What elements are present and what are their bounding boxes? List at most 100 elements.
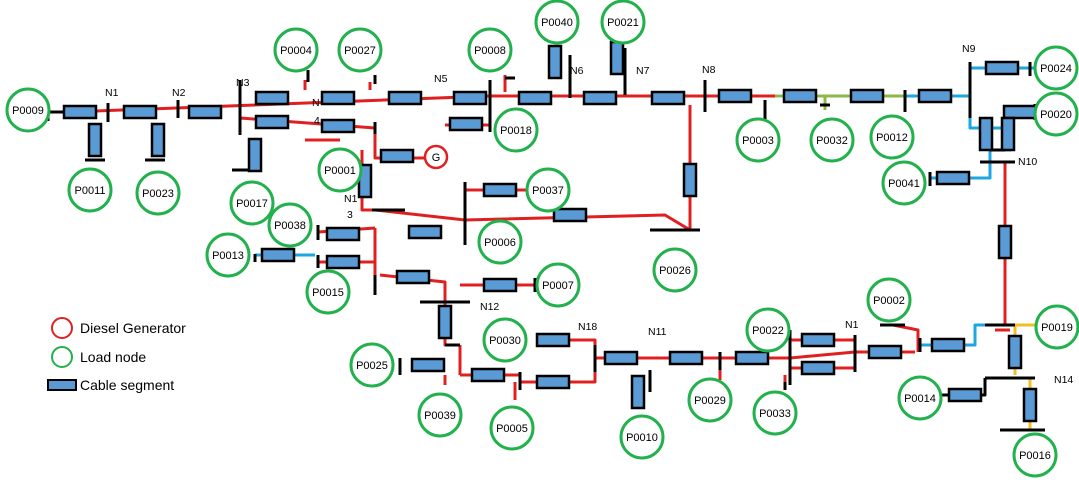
load-label: P0019 <box>1041 322 1073 334</box>
load-label: P0009 <box>12 105 44 117</box>
cable-segment-icon <box>325 226 361 242</box>
cable-segment-icon <box>984 60 1020 76</box>
load-label: P0010 <box>626 432 658 444</box>
load-node-icon <box>535 262 581 308</box>
load-label: P0013 <box>212 250 244 262</box>
cable-segment-icon <box>260 247 296 263</box>
node-label: N11 <box>648 326 667 338</box>
cable-segment-icon <box>867 344 903 360</box>
cable-segment-icon <box>448 116 484 132</box>
cable-segment-icon <box>254 114 290 130</box>
generator-symbol: G <box>432 152 441 164</box>
load-label: P0029 <box>694 395 726 407</box>
load-node-icon <box>1033 45 1079 91</box>
load-label: P0033 <box>759 408 791 420</box>
cable-segment-icon <box>379 148 415 164</box>
load-label: P0001 <box>324 165 356 177</box>
load-label: P0037 <box>532 185 564 197</box>
cable-segment-icon <box>254 90 290 106</box>
cable-segment-icon <box>930 337 966 353</box>
node-label: N12 <box>480 301 499 313</box>
load-label: P0018 <box>500 125 532 137</box>
load-node-icon <box>317 147 363 193</box>
cable-segment-icon <box>410 357 446 373</box>
load-label: P0004 <box>280 45 312 57</box>
diesel-generator-icon <box>423 144 449 170</box>
node-label: N1 <box>344 193 358 205</box>
cable-segment-icon <box>1000 116 1016 152</box>
load-label: P0014 <box>904 393 936 405</box>
cable-segment-icon <box>547 44 563 80</box>
load-label: P0023 <box>142 188 174 200</box>
node-label: N6 <box>570 65 584 77</box>
cable-segment-icon <box>482 182 518 198</box>
load-node-icon <box>67 167 113 213</box>
cable-segment-icon <box>325 254 361 270</box>
load-node-icon <box>752 390 798 436</box>
load-node-icon <box>493 107 539 153</box>
legend-generator-icon <box>51 317 73 339</box>
load-label: P0021 <box>607 17 639 29</box>
load-label: P0030 <box>489 335 521 347</box>
node-label: N5 <box>434 73 448 85</box>
load-label: P0024 <box>1040 63 1072 75</box>
cable-segment-icon <box>535 374 571 390</box>
load-label: P0008 <box>474 45 506 57</box>
cable-segment-icon <box>482 277 518 293</box>
cable-segment-icon <box>668 350 704 366</box>
load-node-icon <box>467 27 513 73</box>
legend-load-label: Load node <box>80 349 146 365</box>
load-label: P0016 <box>1019 450 1051 462</box>
load-node-icon <box>525 167 571 213</box>
load-node-icon <box>1012 432 1058 478</box>
cable-segment-icon <box>603 350 639 366</box>
cable-segment-icon <box>947 387 983 403</box>
legend-cable-label: Cable segment <box>80 377 174 393</box>
load-node-icon <box>866 277 912 323</box>
load-label: P0020 <box>1040 109 1072 121</box>
load-label: P0032 <box>816 135 848 147</box>
load-node-icon <box>135 170 181 216</box>
cable-segment-icon <box>517 90 553 106</box>
node-label: N <box>312 97 320 109</box>
cable-segment-icon <box>122 104 158 120</box>
load-node-icon <box>881 160 927 206</box>
cable-segment-icon <box>535 332 571 348</box>
load-label: P0015 <box>312 287 344 299</box>
load-node-icon <box>534 0 580 45</box>
cable-segment-icon <box>407 224 443 240</box>
load-node-icon <box>229 180 275 226</box>
load-node-icon <box>600 0 646 45</box>
node-label: N7 <box>636 65 650 77</box>
load-label: P0040 <box>541 17 573 29</box>
load-label: P0012 <box>876 132 908 144</box>
load-node-icon <box>652 247 698 293</box>
node-label: N10 <box>1018 156 1037 168</box>
cable-segment-icon <box>1002 104 1038 120</box>
cable-segment-icon <box>978 116 994 152</box>
cable-segment-icon <box>650 90 686 106</box>
cable-segment-icon <box>62 104 98 120</box>
cable-segment-icon <box>247 137 263 173</box>
load-node-icon <box>687 377 733 423</box>
load-label: P0011 <box>75 185 106 197</box>
cable-segment-icon <box>609 40 625 76</box>
load-label: P0039 <box>424 410 456 422</box>
load-label: P0027 <box>344 45 376 57</box>
cable-segment-icon <box>452 90 488 106</box>
cable-segment-icon <box>320 118 356 134</box>
load-label: P0026 <box>659 265 691 277</box>
cable-segment-icon <box>552 207 588 223</box>
load-node-icon <box>809 117 855 163</box>
load-node-icon <box>305 269 351 315</box>
node-label: 4 <box>314 115 320 127</box>
cable-segment-icon <box>935 170 971 186</box>
cable-segment-icon <box>800 332 836 348</box>
cable-segment-icon <box>734 350 770 366</box>
load-node-icon <box>619 414 665 460</box>
node-label: 3 <box>347 209 353 221</box>
cable-segment-icon <box>320 90 356 106</box>
cable-segment-icon <box>682 162 698 198</box>
load-node-icon <box>5 87 51 133</box>
